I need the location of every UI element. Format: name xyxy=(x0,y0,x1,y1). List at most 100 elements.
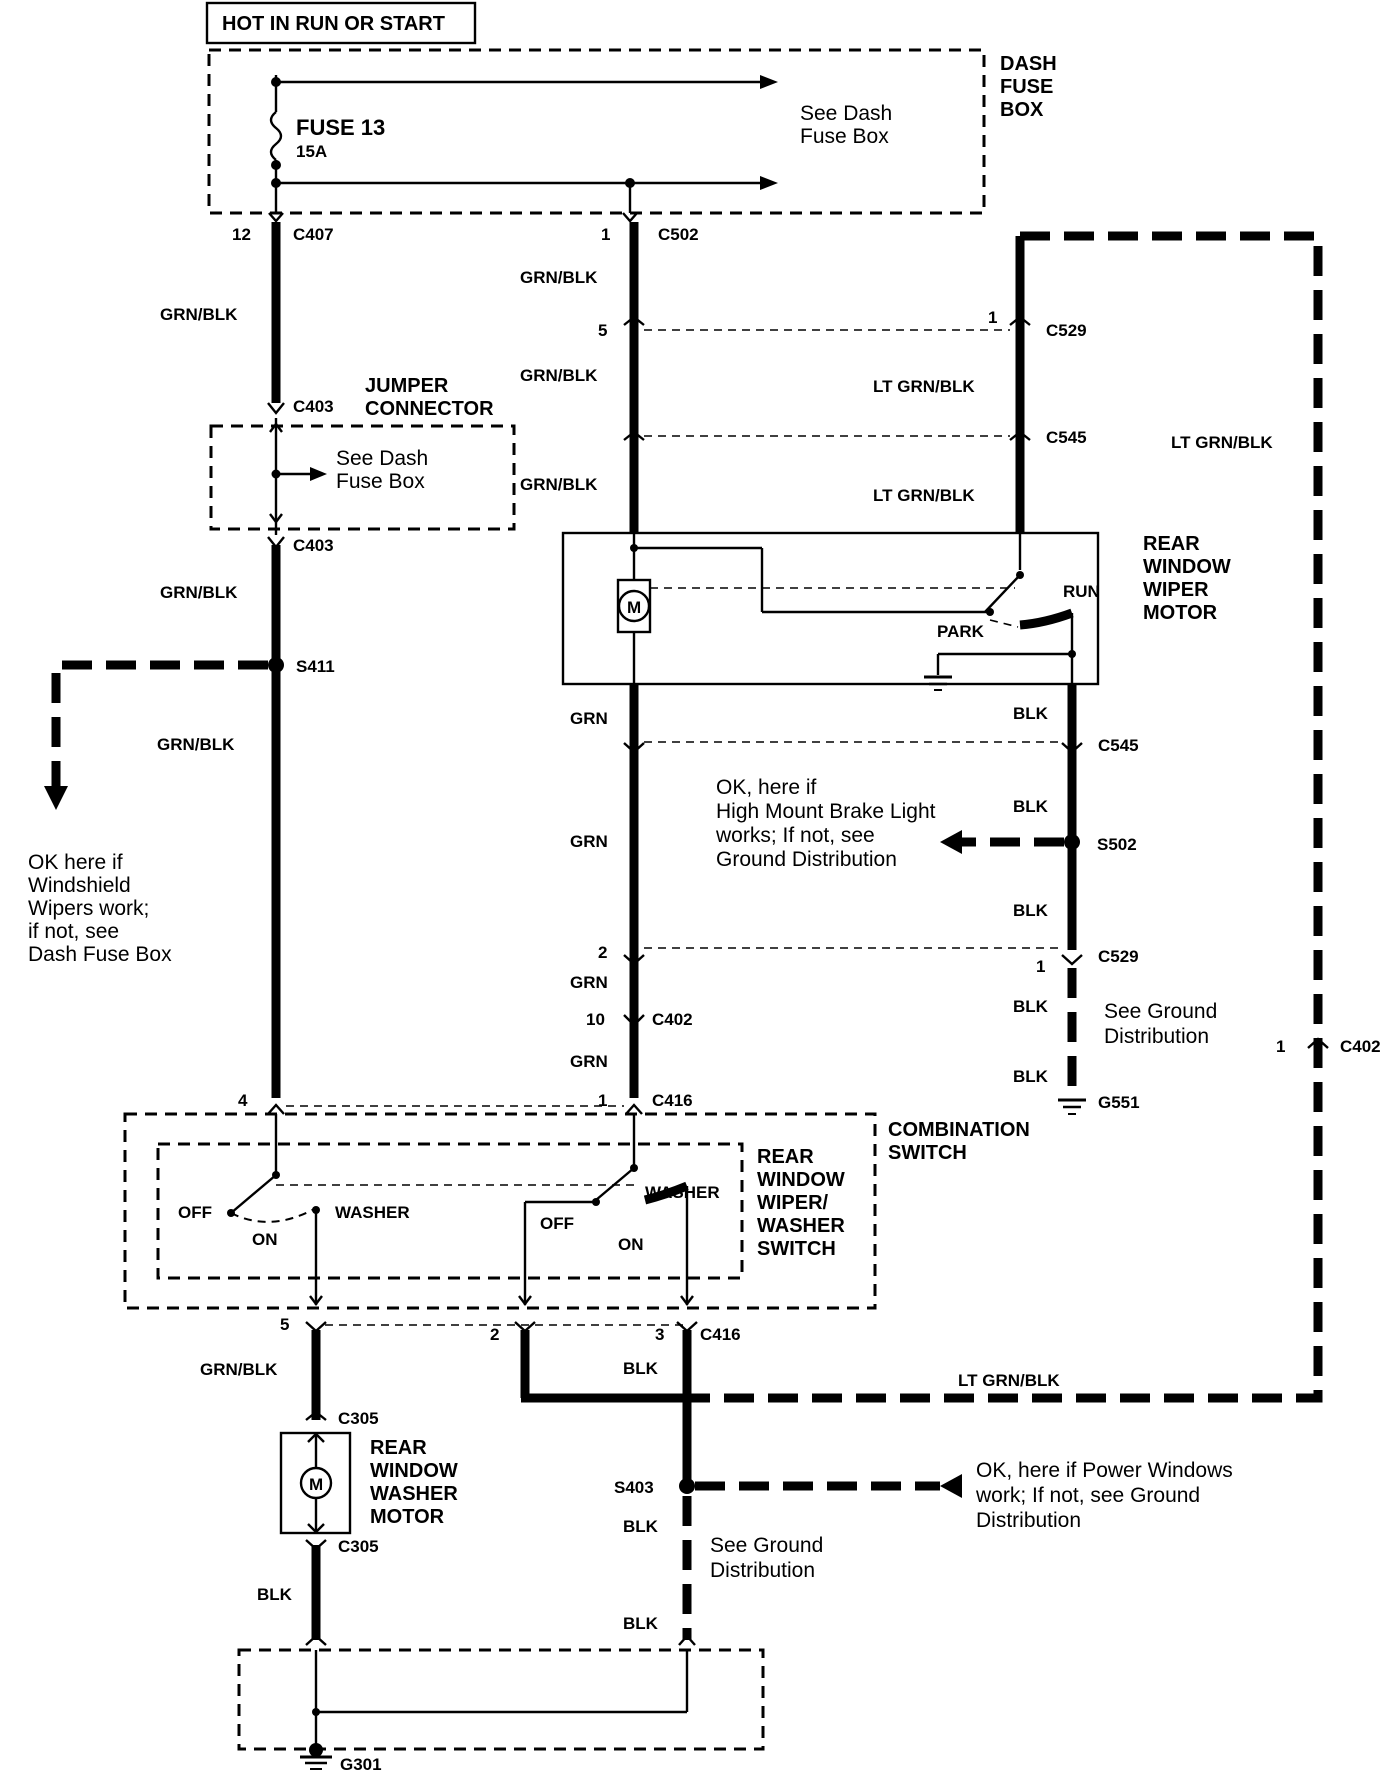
connector-label: C402 xyxy=(652,1010,693,1029)
wiper-switch-title: WIPER/ xyxy=(757,1192,829,1214)
wire-lt-grn-blk-loop xyxy=(690,231,1323,1403)
park-switch-arm xyxy=(984,574,1021,613)
splice-s411 xyxy=(268,657,284,673)
windshield-note: Windshield xyxy=(28,874,131,897)
pin-label: 1 xyxy=(988,308,997,327)
washer-motor-title: WASHER xyxy=(370,1483,458,1505)
jumper-connector-box xyxy=(209,424,516,531)
pin-label: 12 xyxy=(232,225,251,244)
pin-label: 1 xyxy=(598,1091,607,1110)
hot-label: HOT IN RUN OR START xyxy=(222,13,445,35)
connector-label: C416 xyxy=(652,1091,693,1110)
pin-label: 4 xyxy=(238,1091,248,1110)
ground-distribution-box xyxy=(237,1648,765,1751)
arrow-down-icon xyxy=(44,786,68,810)
off-label: OFF xyxy=(540,1214,574,1233)
combination-switch-title: SWITCH xyxy=(888,1142,967,1164)
connector-label: C305 xyxy=(338,1409,379,1428)
washer-label: WASHER xyxy=(645,1183,720,1202)
brake-light-note: works; If not, see xyxy=(715,824,875,847)
on-label: ON xyxy=(252,1230,278,1249)
motor-m-label: M xyxy=(627,598,641,617)
wire-label: GRN/BLK xyxy=(520,366,598,385)
arrow-right-icon xyxy=(760,75,778,89)
jumper-connector-title: JUMPER xyxy=(365,375,449,397)
wiper-motor-title: REAR xyxy=(1143,533,1200,555)
wiper-washer-switch-box xyxy=(156,1142,744,1280)
off-label: OFF xyxy=(178,1203,212,1222)
arrow-left-icon xyxy=(940,830,962,854)
wire-label: BLK xyxy=(1013,1067,1049,1086)
wire-label: LT GRN/BLK xyxy=(873,377,975,396)
see-dash-fuse-box-note: Fuse Box xyxy=(800,125,889,148)
connector-label: C545 xyxy=(1098,736,1139,755)
windshield-note: Wipers work; xyxy=(28,897,149,920)
wire-label: GRN/BLK xyxy=(157,735,235,754)
splice-s502 xyxy=(1064,834,1080,850)
jumper-connector-title: CONNECTOR xyxy=(365,398,494,420)
pin-label: 1 xyxy=(601,225,610,244)
hot-label-box xyxy=(205,1,477,45)
connector-label: C529 xyxy=(1046,321,1087,340)
wiper-motor-title: WINDOW xyxy=(1143,556,1231,578)
pin-label: 3 xyxy=(655,1325,664,1344)
ground-distribution-note: See Ground xyxy=(710,1534,823,1557)
windshield-note: OK here if xyxy=(28,851,123,874)
right-switch-arm[interactable] xyxy=(595,1167,635,1201)
power-windows-note: OK, here if Power Windows xyxy=(976,1459,1233,1482)
left-switch-arm[interactable] xyxy=(230,1174,277,1214)
connector-label: C407 xyxy=(293,225,334,244)
wire-label: GRN xyxy=(570,973,608,992)
pin-label: 1 xyxy=(1036,957,1045,976)
brake-light-note: OK, here if xyxy=(716,776,817,799)
washer-motor-title: WINDOW xyxy=(370,1460,458,1482)
windshield-note: if not, see xyxy=(28,920,119,943)
wire-label: LT GRN/BLK xyxy=(873,486,975,505)
fuse-13-label: FUSE 13 xyxy=(296,115,385,140)
wire-label: GRN xyxy=(570,832,608,851)
splice-label: S403 xyxy=(614,1478,654,1497)
dash-fuse-box-title: BOX xyxy=(1000,99,1044,121)
brake-light-note: High Mount Brake Light xyxy=(716,800,936,823)
connector-label: C402 xyxy=(1340,1037,1381,1056)
wire-label: BLK xyxy=(623,1517,659,1536)
washer-label: WASHER xyxy=(335,1203,410,1222)
connector-label: C403 xyxy=(293,397,334,416)
wiper-switch-title: REAR xyxy=(757,1146,814,1168)
motor-m-label: M xyxy=(309,1475,323,1494)
on-label: ON xyxy=(618,1235,644,1254)
wire-label: GRN/BLK xyxy=(520,475,598,494)
wire-label: GRN/BLK xyxy=(200,1360,278,1379)
connector-label: C403 xyxy=(293,536,334,555)
pin-label: 10 xyxy=(586,1010,605,1029)
ground-distribution-note: See Ground xyxy=(1104,1000,1217,1023)
wiper-switch-title: WINDOW xyxy=(757,1169,845,1191)
wiper-switch-title: SWITCH xyxy=(757,1238,836,1260)
run-label: RUN xyxy=(1063,582,1100,601)
ground-distribution-note: Distribution xyxy=(1104,1025,1209,1048)
wire-label: GRN/BLK xyxy=(520,268,598,287)
ground-distribution-note: Distribution xyxy=(710,1559,815,1582)
pin-label: 5 xyxy=(598,321,607,340)
connector-icon xyxy=(268,212,284,223)
wire-label: GRN/BLK xyxy=(160,583,238,602)
connector-label: C416 xyxy=(700,1325,741,1344)
wiper-motor-title: WIPER xyxy=(1143,579,1209,601)
brake-light-note: Ground Distribution xyxy=(716,848,897,871)
run-contact xyxy=(1019,608,1074,630)
washer-motor-title: MOTOR xyxy=(370,1506,445,1528)
power-windows-note: Distribution xyxy=(976,1509,1081,1532)
wire-label: BLK xyxy=(1013,797,1049,816)
splice-label: S411 xyxy=(296,657,335,676)
see-dash-fuse-box-note: Fuse Box xyxy=(336,470,425,493)
fuse-icon xyxy=(269,111,283,161)
ground-label: G301 xyxy=(340,1755,382,1772)
wire-label: BLK xyxy=(623,1359,659,1378)
arrow-left-icon xyxy=(940,1474,962,1498)
arrow-right-icon xyxy=(760,176,778,190)
see-dash-fuse-box-note: See Dash xyxy=(800,102,892,125)
wire-label: BLK xyxy=(1013,704,1049,723)
fuse-rating-label: 15A xyxy=(296,142,327,161)
connector-label: C545 xyxy=(1046,428,1087,447)
